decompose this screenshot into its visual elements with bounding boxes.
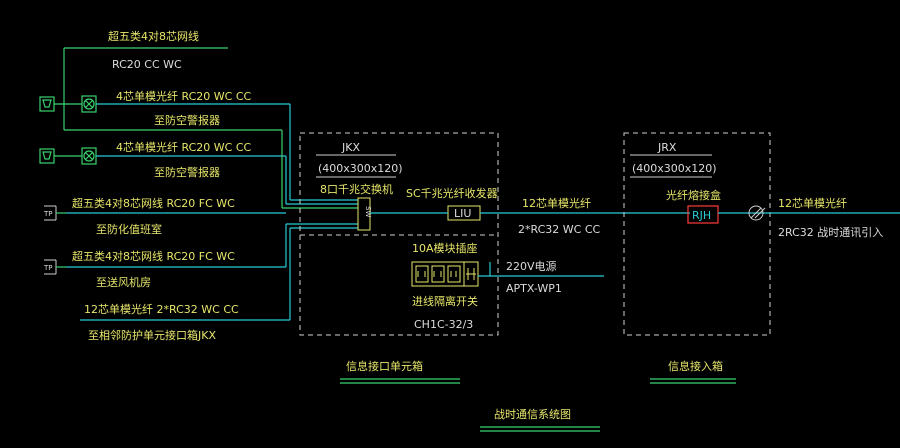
caption-jkx: 信息接口单元箱 [346, 359, 423, 373]
line-3-fiber-label: 4芯单模光纤 RC20 WC CC [116, 140, 251, 154]
jrx-size: (400x300x120) [632, 162, 717, 175]
line-4-cable-label: 超五类4对8芯网线 RC20 FC WC [72, 196, 235, 210]
power-label: 220V电源 [506, 259, 557, 273]
line-5-cable-label: 超五类4对8芯网线 RC20 FC WC [72, 249, 235, 263]
right-fiber-label: 12芯单模光纤 [778, 196, 847, 210]
alarm-device-2 [39, 147, 97, 165]
breaker-label: 进线隔离开关 [412, 294, 478, 308]
line-2-fiber-label: 4芯单模光纤 RC20 WC CC [116, 89, 251, 103]
breaker-code: CH1C-32/3 [414, 318, 473, 331]
tp-label-2: TP [43, 264, 53, 272]
line-4-dest-label: 至防化值班室 [96, 222, 162, 236]
rjh-label: 光纤熔接盒 [666, 188, 721, 202]
jkx-size: (400x300x120) [318, 162, 403, 175]
liu-label: SC千兆光纤收发器 [406, 186, 498, 200]
rjh-symbol [687, 205, 719, 224]
line-1-conduit-label: RC20 CC WC [112, 58, 182, 71]
fiber-junction-icon [748, 205, 766, 221]
line-2-dest-label: 至防空警报器 [154, 113, 220, 127]
alarm-device-1 [39, 95, 97, 113]
line-3-dest-label: 至防空警报器 [154, 165, 220, 179]
line-5-dest-label: 至送风机房 [96, 275, 151, 289]
tp-outlet-2 [44, 259, 66, 275]
right-conduit-label: 2RC32 战时通讯引入 [778, 225, 883, 239]
bus-lines [64, 104, 358, 320]
switch-label: 8口千兆交换机 [320, 182, 393, 196]
line-6-dest-label: 至相邻防护单元接口箱JKX [88, 328, 216, 342]
liu-code: LIU [454, 207, 471, 220]
jkx-enclosure [299, 132, 499, 336]
jkx-title: JKX [341, 141, 360, 154]
socket-label: 10A模块插座 [412, 241, 478, 255]
tp-label-1: TP [43, 210, 53, 218]
line-6-fiber-label: 12芯单模光纤 2*RC32 WC CC [84, 302, 239, 316]
mid-fiber-label: 12芯单模光纤 [522, 196, 591, 210]
tp-outlet-1 [44, 205, 66, 221]
caption-jrx: 信息接入箱 [668, 359, 723, 373]
mid-conduit-label: 2*RC32 WC CC [518, 223, 601, 236]
jrx-title: JRX [657, 141, 677, 154]
switch-code: SW [364, 206, 372, 217]
rjh-code: RJH [692, 209, 711, 222]
drawing-title: 战时通信系统图 [494, 408, 571, 421]
breaker-symbol [463, 261, 479, 287]
line-1-cable-label: 超五类4对8芯网线 [108, 29, 199, 43]
power-source: APTX-WP1 [506, 282, 562, 295]
switch-symbol [357, 197, 371, 231]
jrx-enclosure [623, 132, 771, 336]
